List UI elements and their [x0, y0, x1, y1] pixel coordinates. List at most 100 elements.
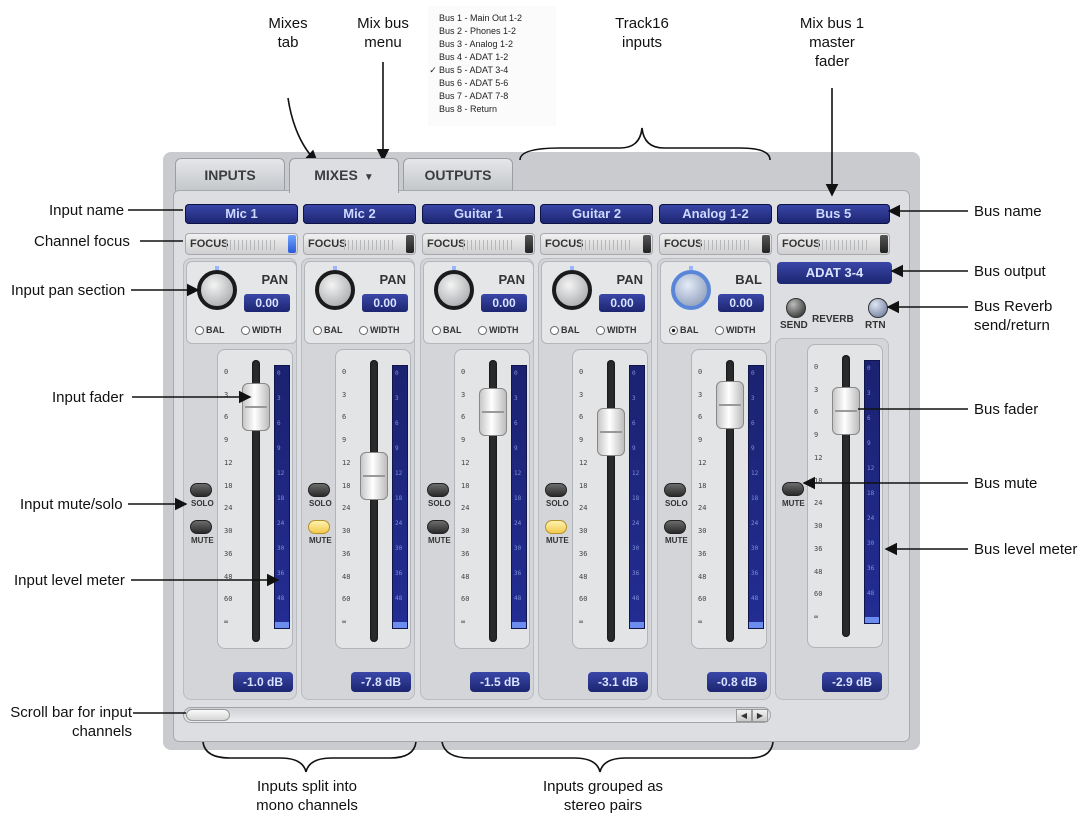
meter-tick: 0: [277, 370, 281, 377]
fader-track[interactable]: [370, 360, 378, 642]
mute-button[interactable]: [308, 520, 330, 534]
mute-button[interactable]: [664, 520, 686, 534]
focus-label: FOCUS: [427, 238, 466, 250]
fader-track[interactable]: [607, 360, 615, 642]
tab-inputs[interactable]: INPUTS: [175, 158, 285, 191]
width-radio[interactable]: WIDTH: [359, 324, 400, 336]
channel-name[interactable]: Mic 1: [185, 204, 298, 224]
channel-name[interactable]: Mic 2: [303, 204, 416, 224]
radio-icon: [669, 326, 678, 335]
reverb-send-knob[interactable]: [786, 298, 806, 318]
meter-tick: 18: [395, 495, 403, 502]
fader-track[interactable]: [252, 360, 260, 642]
fader-cap[interactable]: [242, 383, 270, 431]
fader-scale-tick: 18: [814, 476, 823, 485]
mute-button[interactable]: [190, 520, 212, 534]
knob-indicator: [333, 266, 337, 270]
fader-scale-tick: ∞: [698, 618, 703, 626]
bal-radio[interactable]: BAL: [195, 324, 225, 336]
fader-scale-tick: 36: [224, 549, 233, 558]
tab-mixes[interactable]: MIXES▼: [289, 158, 399, 193]
fader-scale-tick: 36: [461, 549, 470, 558]
bus-menu-item-label: Bus 5 - ADAT 3-4: [439, 65, 509, 75]
width-radio[interactable]: WIDTH: [715, 324, 756, 336]
bus-output-selector[interactable]: ADAT 3-4: [777, 262, 892, 284]
fader-scale-tick: 24: [814, 499, 823, 508]
fader-cap[interactable]: [479, 387, 507, 436]
chevron-down-icon[interactable]: ▼: [363, 172, 374, 183]
channel-name[interactable]: Guitar 2: [540, 204, 653, 224]
channel-focus-button[interactable]: FOCUS: [659, 233, 772, 255]
bal-radio[interactable]: BAL: [313, 324, 343, 336]
channel-scrollbar[interactable]: [183, 707, 771, 723]
width-radio[interactable]: WIDTH: [241, 324, 282, 336]
pan-section: BAL 0.00 BAL WIDTH: [660, 261, 771, 344]
channel-name[interactable]: Analog 1-2: [659, 204, 772, 224]
pan-knob[interactable]: [315, 266, 355, 310]
solo-label: SOLO: [546, 499, 569, 508]
bal-radio[interactable]: BAL: [432, 324, 462, 336]
fader-cap[interactable]: [832, 387, 860, 436]
scrollbar-thumb[interactable]: [186, 709, 230, 721]
pan-value[interactable]: 0.00: [481, 294, 527, 312]
fader-track[interactable]: [489, 360, 497, 642]
reverb-return-knob[interactable]: [868, 298, 888, 318]
fader-track[interactable]: [726, 360, 734, 642]
meter-tick: 18: [632, 495, 640, 502]
solo-button[interactable]: [308, 483, 330, 497]
mute-label: MUTE: [665, 536, 688, 545]
bus-focus-button[interactable]: FOCUS: [777, 233, 890, 255]
channel-focus-button[interactable]: FOCUS: [185, 233, 298, 255]
pan-value[interactable]: 0.00: [244, 294, 290, 312]
bus-mute-button[interactable]: [782, 482, 804, 496]
pan-knob[interactable]: [434, 266, 474, 310]
solo-button[interactable]: [190, 483, 212, 497]
pan-knob[interactable]: [197, 266, 237, 310]
solo-button[interactable]: [427, 483, 449, 497]
pan-value[interactable]: 0.00: [599, 294, 645, 312]
fader-scale-tick: ∞: [224, 618, 229, 626]
fader-scale-tick: 30: [342, 527, 351, 536]
meter-tick: 9: [867, 440, 871, 447]
knob-indicator: [215, 266, 219, 270]
channel-focus-button[interactable]: FOCUS: [422, 233, 535, 255]
tab-outputs[interactable]: OUTPUTS: [403, 158, 513, 191]
mute-button[interactable]: [427, 520, 449, 534]
width-radio[interactable]: WIDTH: [596, 324, 637, 336]
fader-scale-tick: 12: [698, 458, 707, 467]
focus-indicator: [288, 235, 296, 253]
channel-focus-button[interactable]: FOCUS: [540, 233, 653, 255]
annotation-master-fader: Mix bus 1 master fader: [799, 15, 865, 70]
meter-level-fill: [865, 617, 879, 623]
fader-track[interactable]: [842, 355, 850, 637]
fader-scale-tick: ∞: [579, 618, 584, 626]
mute-button[interactable]: [545, 520, 567, 534]
fader-cap[interactable]: [716, 380, 744, 429]
fader-cap[interactable]: [597, 408, 625, 457]
pan-knob[interactable]: [671, 266, 711, 310]
pan-value[interactable]: 0.00: [718, 294, 764, 312]
solo-button[interactable]: [664, 483, 686, 497]
fader-cap[interactable]: [360, 452, 388, 500]
pan-knob[interactable]: [552, 266, 592, 310]
bal-radio[interactable]: BAL: [669, 324, 699, 336]
scroll-left-icon[interactable]: ◀: [736, 709, 752, 722]
channel-db-readout: -7.8 dB: [351, 672, 411, 692]
meter-tick: 9: [514, 445, 518, 452]
bal-radio[interactable]: BAL: [550, 324, 580, 336]
pan-label: PAN: [261, 272, 288, 287]
channel-focus-button[interactable]: FOCUS: [303, 233, 416, 255]
width-radio[interactable]: WIDTH: [478, 324, 519, 336]
radio-icon: [596, 326, 605, 335]
mute-label: MUTE: [428, 536, 451, 545]
solo-button[interactable]: [545, 483, 567, 497]
pan-value[interactable]: 0.00: [362, 294, 408, 312]
meter-tick: 6: [395, 420, 399, 427]
channel-name[interactable]: Guitar 1: [422, 204, 535, 224]
scroll-right-icon[interactable]: ▶: [752, 709, 768, 722]
